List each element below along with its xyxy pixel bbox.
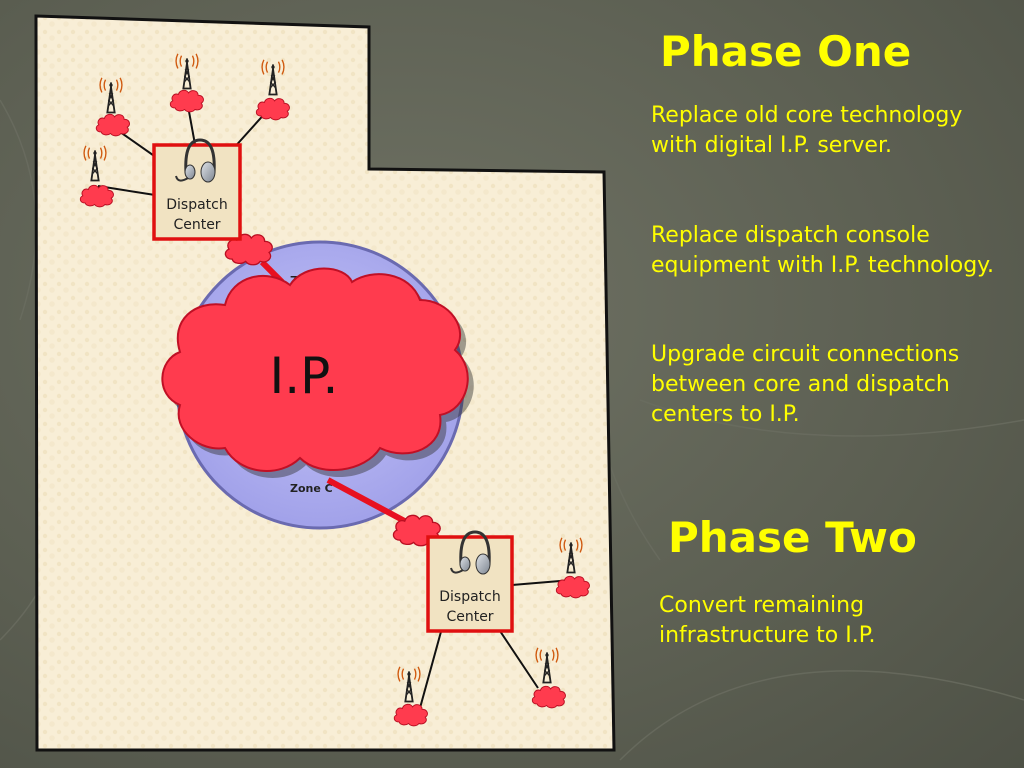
phase-one-item-3: Upgrade circuit connections between core…: [651, 342, 960, 427]
dispatch-bottom-line1: Dispatch: [439, 589, 501, 605]
phase-two-item-1: Convert remaining infrastructure to I.P.: [659, 593, 876, 648]
phase-one-item-1: Replace old core technology with digital…: [651, 103, 963, 158]
dispatch-top-line2: Center: [173, 217, 220, 233]
ip-network-cloud: I.P.: [161, 267, 474, 478]
dispatch-top-line1: Dispatch: [166, 197, 228, 213]
phase-one-title: Phase One: [660, 27, 912, 76]
zone-bottom-label: Zone C: [290, 482, 333, 495]
dispatch-bottom-line2: Center: [446, 609, 493, 625]
headset-icon: [175, 138, 216, 183]
dispatch-center-bottom: Dispatch Center: [426, 530, 514, 633]
phase-one-item-2: Replace dispatch console equipment with …: [651, 223, 995, 278]
ip-label: I.P.: [270, 347, 339, 405]
phase-two-title: Phase Two: [668, 513, 917, 562]
headset-icon: [450, 530, 491, 575]
dispatch-center-top: Dispatch Center: [152, 138, 242, 241]
